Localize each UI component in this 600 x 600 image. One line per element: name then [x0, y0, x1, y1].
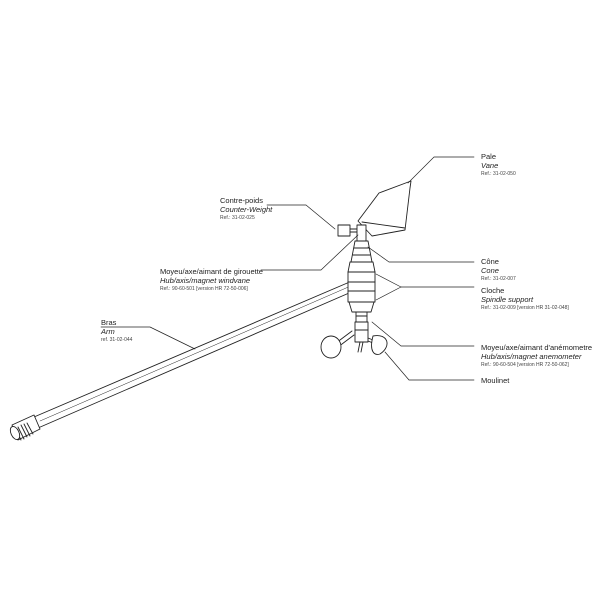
label-arm-en: Arm: [101, 327, 115, 337]
label-hub-anemometer-en: Hub/axis/magnet anemometer: [481, 352, 582, 362]
label-counter-weight-fr: Contre-poids: [220, 196, 263, 205]
label-arm: Bras Arm ref. 31-02-044: [101, 318, 132, 343]
label-arm-fr: Bras: [101, 318, 117, 327]
label-hub-windvane-ref: Ref.: 90-60-501 [version HR 72-50-006]: [160, 285, 248, 292]
label-cone: Cône Cone Ref.: 31-02-007: [481, 257, 516, 282]
label-hub-anemometer-ref: Ref.: 90-60-504 [version HR 72-50-062]: [481, 361, 569, 368]
label-hub-anemometer: Moyeu/axe/aimant d'anémometre Hub/axis/m…: [481, 343, 592, 368]
label-vane-en: Vane: [481, 161, 499, 171]
label-vane-fr: Pale: [481, 152, 497, 161]
vane-hub: [350, 224, 373, 263]
label-arm-ref: ref. 31-02-044: [101, 336, 133, 343]
label-spindle-support-en: Spindle support: [481, 295, 534, 305]
label-cups: Moulinet: [481, 376, 509, 385]
label-hub-windvane-en: Hub/axis/magnet windvane: [160, 276, 251, 286]
label-spindle-support: Cloche Spindle support Ref.: 31-02-009 […: [481, 286, 569, 311]
vane-blade: [357, 180, 412, 237]
arm-tube: [33, 280, 357, 429]
label-counter-weight: Contre-poids Counter-Weight Ref.: 31-02-…: [220, 196, 272, 221]
label-cone-fr: Cône: [481, 257, 499, 266]
leader-lines: [100, 156, 475, 381]
spindle-support: [347, 261, 376, 323]
label-spindle-support-ref: Ref.: 31-02-009 [version HR 31-02-048]: [481, 304, 569, 311]
label-counter-weight-en: Counter-Weight: [220, 205, 273, 215]
label-vane-ref: Ref.: 31-02-050: [481, 170, 516, 177]
label-vane: Pale Vane Ref.: 31-02-050: [481, 152, 516, 177]
label-hub-windvane-fr: Moyeu/axe/aimant de girouette: [160, 267, 263, 276]
label-hub-windvane: Moyeu/axe/aimant de girouette Hub/axis/m…: [160, 267, 263, 292]
label-cone-ref: Ref.: 31-02-007: [481, 275, 516, 282]
label-cups-fr: Moulinet: [481, 376, 510, 385]
label-spindle-support-fr: Cloche: [481, 286, 505, 295]
label-hub-anemometer-fr: Moyeu/axe/aimant d'anémometre: [481, 343, 593, 352]
arm-connector: [9, 414, 41, 441]
anemometer-cups: [320, 321, 388, 359]
label-counter-weight-ref: Ref.: 31-02-025: [220, 214, 255, 221]
label-cone-en: Cone: [481, 266, 499, 276]
